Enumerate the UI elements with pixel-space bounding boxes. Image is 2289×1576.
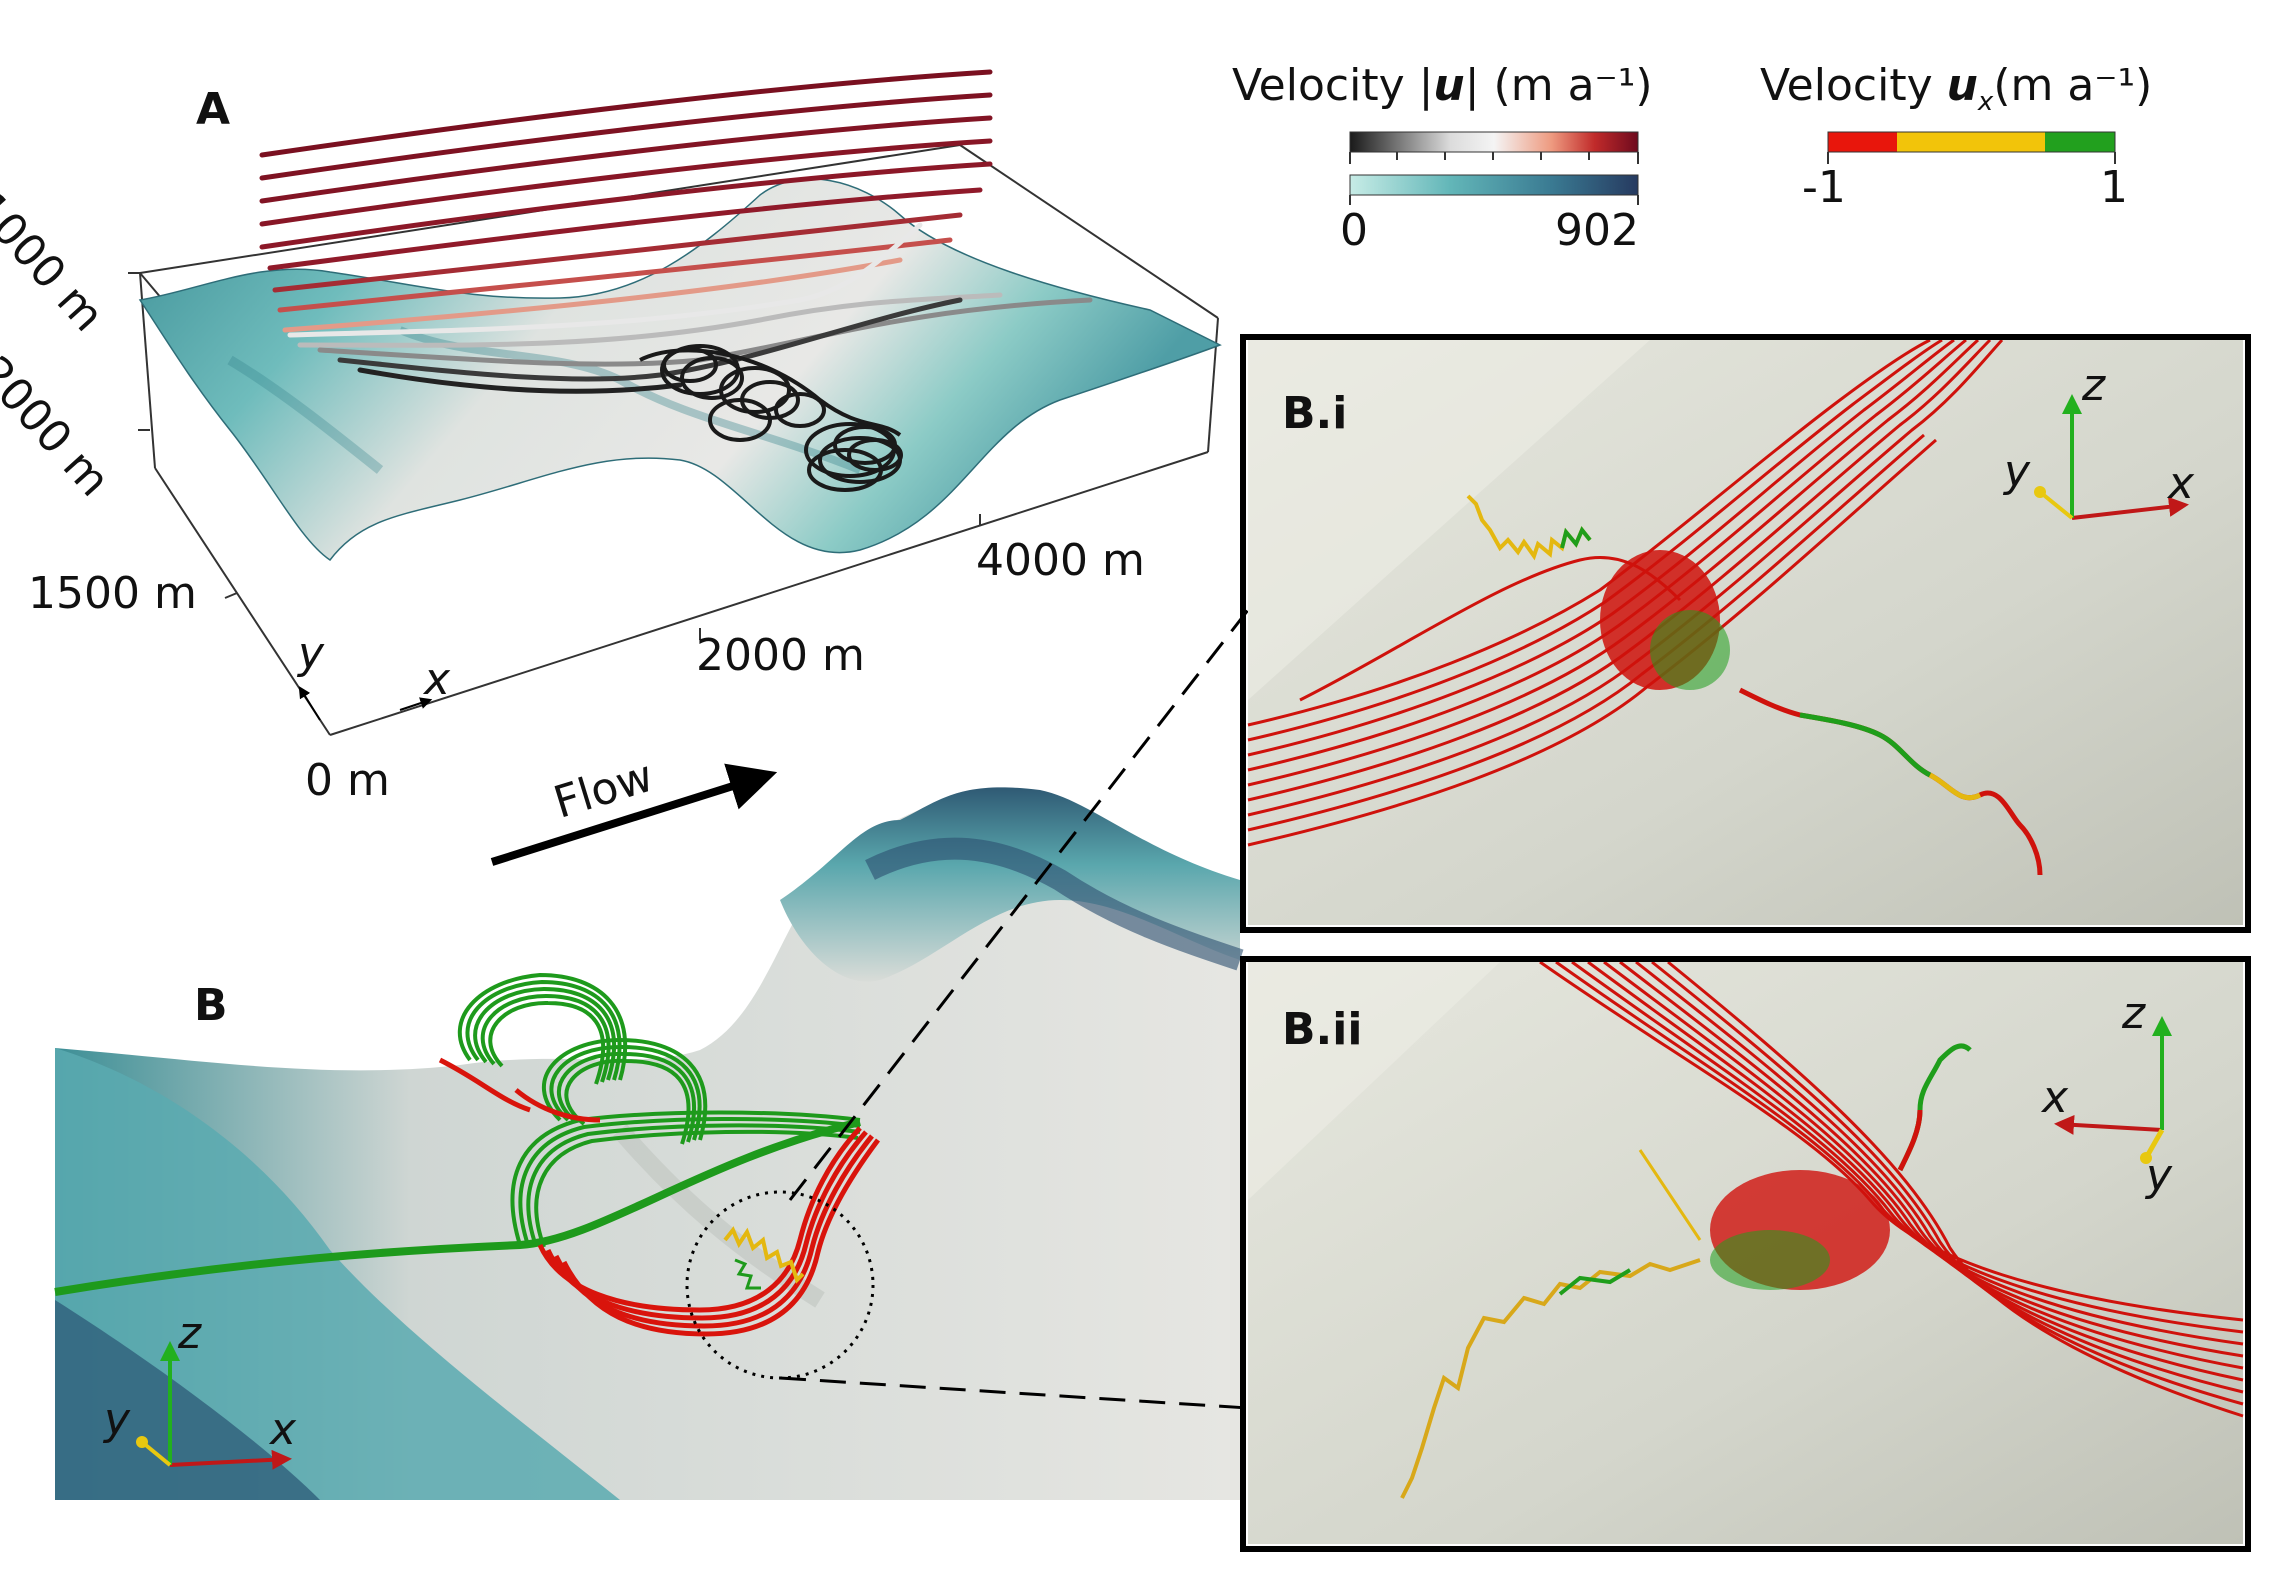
- legend-speed-title: Velocity |u| (m a⁻¹): [1232, 60, 1653, 111]
- inset-bi-scene: [1247, 338, 2243, 925]
- x-tick-2000: 2000 m: [696, 630, 865, 681]
- y-tick-1500: 1500 m: [28, 568, 197, 619]
- panel-b-streamlines-green: [54, 972, 861, 1296]
- panel-a-y-axis-arrow: [298, 685, 321, 721]
- legend-ux-max: 1: [2100, 162, 2128, 213]
- inset-bii-tangle: [1400, 1043, 1972, 1499]
- inset-bii-y-label: y: [2146, 1150, 2173, 1201]
- panel-b-tangle: [723, 1226, 805, 1284]
- zoom-connector-upper: [788, 609, 1250, 1201]
- inset-bi-frame: [1240, 334, 2251, 933]
- panel-b-y-label: y: [104, 1394, 131, 1445]
- panel-b-streamlines-red: [438, 1057, 881, 1337]
- panel-a-y-label: y: [298, 628, 325, 679]
- inset-bi-tangle: [1466, 494, 2043, 876]
- inset-bii-z-label: z: [2122, 988, 2146, 1039]
- panel-a-x-label: x: [424, 654, 451, 705]
- y-tick-0: 0 m: [305, 755, 390, 806]
- legend-ux-min: -1: [1802, 162, 1846, 213]
- legend-speed: [1349, 131, 1639, 205]
- inset-bi-axis-triad: [2034, 394, 2189, 520]
- inset-bii-frame: [1240, 956, 2251, 1552]
- panel-a-letter: A: [196, 84, 231, 135]
- inset-bi-y-label: y: [2004, 446, 2031, 497]
- legend-ux-title: Velocity ux(m a⁻¹): [1760, 60, 2153, 117]
- panel-b-scene: [54, 787, 1244, 1500]
- panel-a-streamline-spirals: [639, 344, 903, 492]
- legend-speed-min: 0: [1340, 205, 1368, 256]
- panel-bi-letter: B.i: [1282, 388, 1348, 439]
- inset-bii-x-label: x: [2042, 1072, 2069, 1123]
- panel-b-hill: [780, 787, 1240, 982]
- inset-bii-axis-triad: [2054, 1016, 2172, 1164]
- legend-speed-surface-bar: [1349, 174, 1639, 196]
- inset-bi-z-label: z: [2082, 360, 2106, 411]
- inset-bi-x-label: x: [2168, 458, 2195, 509]
- panel-b-x-label: x: [270, 1404, 297, 1455]
- panel-a-scene: [128, 69, 1222, 866]
- legend-speed-max: 902: [1555, 205, 1639, 256]
- panel-b-z-label: z: [178, 1308, 202, 1359]
- panel-b-axis-triad: [136, 1341, 292, 1470]
- panel-bii-letter: B.ii: [1282, 1004, 1363, 1055]
- x-tick-4000: 4000 m: [976, 535, 1145, 586]
- legend-speed-streamline-bar: [1349, 131, 1639, 153]
- panel-b-letter: B: [194, 980, 228, 1031]
- legend-ux: [1827, 131, 2116, 164]
- flow-arrow: [490, 763, 778, 866]
- panel-a-x-axis-arrow: [399, 697, 433, 711]
- panel-a-streamlines-upper: [259, 69, 993, 333]
- inset-bii-scene: [1248, 960, 2244, 1544]
